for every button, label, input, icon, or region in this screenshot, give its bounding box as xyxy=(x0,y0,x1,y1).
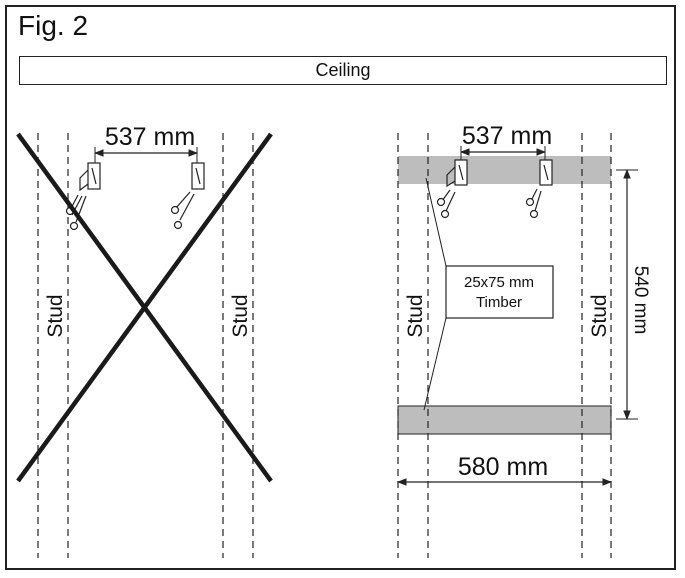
timber-label-line1: 25x75 mm xyxy=(464,274,534,291)
right-dimension-537: 537 mm xyxy=(460,122,552,162)
timber-label-line2: Timber xyxy=(476,294,522,311)
right-dimension-540: 540 mm xyxy=(616,169,651,420)
wall-plug xyxy=(525,197,535,207)
timber-label-box: 25x75 mm Timber xyxy=(445,265,554,319)
cross-line xyxy=(16,132,273,483)
left-stud-label-1: Stud xyxy=(44,294,67,337)
timber-board-top xyxy=(398,156,611,184)
right-dimension-vertical-label: 540 mm xyxy=(630,266,651,335)
bracket-hook xyxy=(79,169,89,192)
screw-line xyxy=(175,191,191,209)
left-panel: 537 mm Stud Stud xyxy=(16,123,273,558)
screw-line xyxy=(534,190,542,212)
figure-title: Fig. 2 xyxy=(18,10,89,41)
left-stud-lines xyxy=(37,133,254,558)
bracket-slot xyxy=(543,164,549,181)
right-bracket-1 xyxy=(436,159,468,219)
right-dimension-580: 580 mm xyxy=(397,453,612,486)
screw-line xyxy=(445,191,456,212)
wall-plug xyxy=(69,221,79,231)
right-stud-label-2: Stud xyxy=(588,294,611,337)
timber-board-bottom xyxy=(397,405,612,435)
wall-plug xyxy=(173,220,183,230)
right-panel: 537 mm 25x75 mm Ti xyxy=(397,122,651,558)
left-dimension-537: 537 mm xyxy=(94,123,198,163)
left-dimension-label: 537 mm xyxy=(105,123,195,151)
right-stud-label-1: Stud xyxy=(404,294,427,337)
figure-frame xyxy=(5,5,676,570)
right-stud-lines xyxy=(397,133,612,558)
wall-plug xyxy=(170,205,180,215)
bracket-slot xyxy=(91,167,97,185)
leader-line xyxy=(425,177,447,267)
timber-callout-leaders xyxy=(423,177,447,411)
timber-label-frame xyxy=(445,265,554,319)
wall-plug xyxy=(529,209,539,219)
incorrect-cross-icon xyxy=(16,132,273,483)
right-dimension-bottom-label: 580 mm xyxy=(458,453,548,481)
right-bracket-2 xyxy=(525,159,553,219)
bracket-hook xyxy=(446,166,456,188)
left-bracket-2 xyxy=(170,162,205,230)
ceiling-label-box: Ceiling xyxy=(19,56,667,85)
left-stud-label-2: Stud xyxy=(229,294,252,337)
bracket-slot xyxy=(458,164,464,181)
right-dimension-top-label: 537 mm xyxy=(462,122,552,150)
ceiling-label: Ceiling xyxy=(315,60,371,80)
leader-line xyxy=(423,317,447,411)
screw-line xyxy=(179,193,195,221)
bracket-slot xyxy=(195,167,201,185)
wall-plug xyxy=(440,209,450,219)
wall-plug xyxy=(436,197,446,207)
left-bracket-1 xyxy=(65,162,101,231)
